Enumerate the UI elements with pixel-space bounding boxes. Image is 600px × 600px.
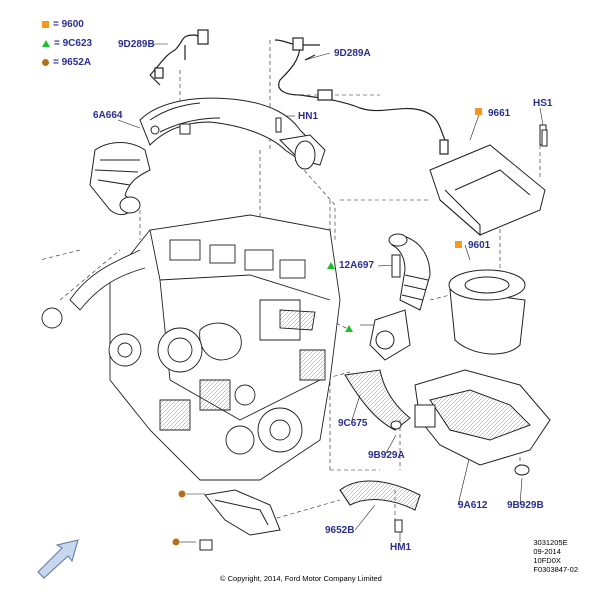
copyright-notice: © Copyright, 2014, Ford Motor Company Li… <box>220 574 382 583</box>
air-guide-9652b <box>339 480 421 533</box>
intake-duct-6a664 <box>89 97 326 216</box>
callout-12a697: 12A697 <box>339 260 375 271</box>
engine-assembly <box>41 214 341 481</box>
footer-date: 09-2014 <box>533 547 561 556</box>
legend-text: = 9600 <box>53 19 84 30</box>
marker-9601 <box>455 241 462 248</box>
callout-9d289a: 9D289A <box>334 48 371 59</box>
green-triangle-icon <box>42 39 50 47</box>
legend-item-9c623: = 9C623 <box>42 38 92 50</box>
callout-hs1: HS1 <box>533 98 553 109</box>
callout-9652b: 9652B <box>325 525 355 536</box>
marker-9661 <box>475 108 482 115</box>
callout-9661: 9661 <box>488 108 511 119</box>
orange-square-icon <box>42 20 49 28</box>
footer-code-3: F0303847-02 <box>533 565 578 574</box>
callout-6a664: 6A664 <box>93 110 123 121</box>
callout-hn1: HN1 <box>298 111 319 122</box>
airbox-lower-9a612 <box>390 369 551 476</box>
brown-circle-icon <box>42 58 49 66</box>
callout-9601: 9601 <box>468 240 491 251</box>
legend-text: = 9652A <box>53 57 92 68</box>
legend-item-9652a: = 9652A <box>42 57 91 69</box>
front-arrow-icon <box>37 539 79 579</box>
marker-12a697 <box>327 262 335 269</box>
filter-element-9601 <box>448 269 526 355</box>
fasteners <box>275 117 548 147</box>
air-duct-9652a <box>199 489 281 551</box>
callout-9b929b: 9B929B <box>507 500 544 511</box>
footer-code-2: 10FD0X <box>533 556 561 565</box>
footer-code-1: 3031205E <box>533 538 568 547</box>
marker-duct-9652a <box>178 490 186 498</box>
footer-codes: 3031205E 09-2014 10FD0X F0303847-02 <box>533 538 578 574</box>
legend-text: = 9C623 <box>54 38 93 49</box>
harness-9d289b <box>149 29 209 86</box>
legend-item-9600: = 9600 <box>42 19 84 31</box>
callout-9c675: 9C675 <box>338 418 368 429</box>
callout-9a612: 9A612 <box>458 500 488 511</box>
air-hose <box>344 233 431 431</box>
harness-9d289a <box>274 37 449 155</box>
callout-hm1: HM1 <box>390 542 412 553</box>
marker-maf <box>345 325 353 332</box>
marker-clip-9652a <box>172 538 180 546</box>
callout-9d289b: 9D289B <box>118 39 155 50</box>
airbox-cover-9661 <box>429 124 547 237</box>
callout-9b929a: 9B929A <box>368 450 405 461</box>
